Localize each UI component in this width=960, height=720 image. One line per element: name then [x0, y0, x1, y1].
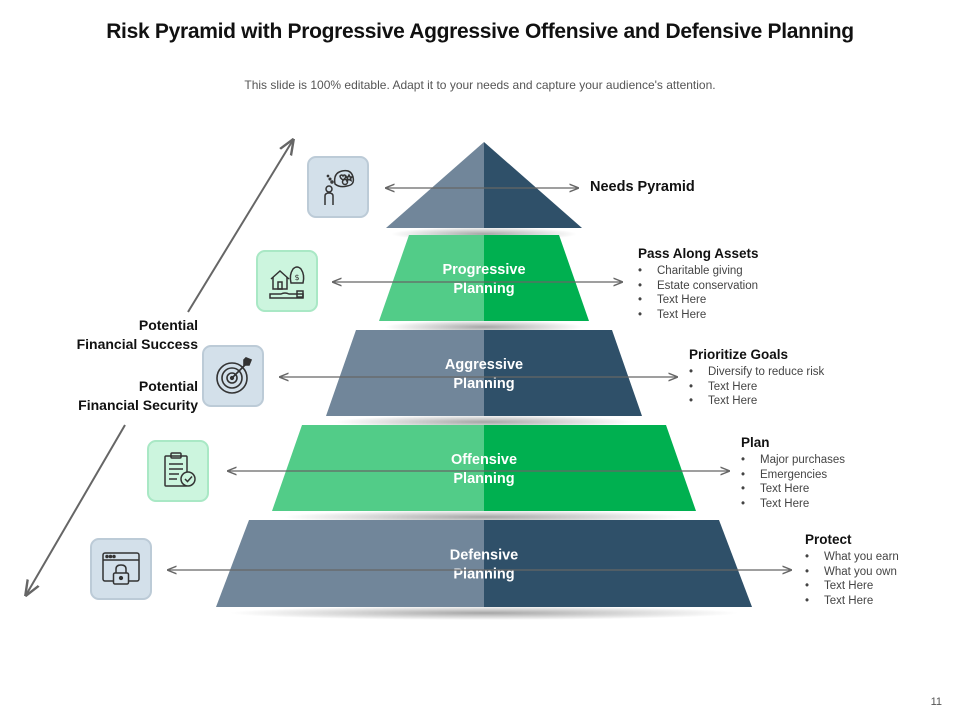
tier-left-half [272, 425, 484, 511]
secure-browser-icon [90, 538, 152, 600]
potential-financial-security-label: Potential Financial Security [78, 377, 198, 415]
tier-label: Planning [453, 376, 514, 392]
svg-text:$: $ [294, 273, 299, 282]
slide-subtitle: This slide is 100% editable. Adapt it to… [244, 78, 716, 92]
info-list: What you earn What you own Text Here Tex… [805, 550, 899, 608]
info-heading: Needs Pyramid [590, 179, 695, 195]
tier-right-half [484, 520, 752, 607]
success-line-2: Financial Success [76, 336, 198, 352]
page-number: 11 [930, 696, 942, 708]
tier-label: Defensive [450, 548, 519, 564]
tier-label: Planning [453, 281, 514, 297]
tier-label: Aggressive [445, 357, 523, 373]
pyramid-tier-5 [216, 520, 752, 607]
list-item: Charitable giving [638, 264, 759, 279]
tier-label: Planning [453, 471, 514, 487]
info-needs-pyramid: Needs Pyramid [590, 179, 695, 198]
info-heading: Plan [741, 435, 770, 450]
tier-left-half [379, 235, 484, 321]
slide-title: Risk Pyramid with Progressive Aggressive… [106, 20, 854, 43]
checklist-icon [147, 440, 209, 502]
tier-left-half [326, 330, 484, 416]
tier-right-half [484, 235, 589, 321]
info-protect: Protect What you earn What you own Text … [805, 532, 899, 608]
info-list: Diversify to reduce risk Text Here Text … [689, 365, 824, 409]
info-plan: Plan Major purchases Emergencies Text He… [741, 435, 845, 511]
tier-right-half [484, 330, 642, 416]
list-item: Text Here [805, 579, 899, 594]
security-line-1: Potential [138, 378, 198, 394]
security-line-2: Financial Security [78, 397, 198, 413]
list-item: Diversify to reduce risk [689, 365, 824, 380]
list-item: Text Here [638, 293, 759, 308]
tier-left-half [386, 142, 484, 228]
security-arrow [26, 424, 126, 595]
pyramid-tier-3 [326, 330, 642, 416]
tier-label: Planning [453, 567, 514, 583]
list-item: Text Here [689, 380, 824, 395]
info-prioritize-goals: Prioritize Goals Diversify to reduce ris… [689, 347, 824, 409]
people-ideas-icon [307, 156, 369, 218]
info-list: Charitable giving Estate conservation Te… [638, 264, 759, 322]
success-line-1: Potential [138, 317, 198, 333]
list-item: Major purchases [741, 453, 845, 468]
pyramid-tier-4 [272, 425, 696, 511]
info-pass-along-assets: Pass Along Assets Charitable giving Esta… [638, 246, 759, 322]
tier-shadow [229, 606, 739, 620]
tier-right-half [484, 425, 696, 511]
house-money-icon: $ [256, 250, 318, 312]
list-item: Text Here [689, 394, 824, 409]
target-icon [202, 345, 264, 407]
list-item: Estate conservation [638, 279, 759, 294]
tier-label: Offensive [451, 452, 517, 468]
pyramid-tier-1 [386, 142, 582, 228]
info-heading: Pass Along Assets [638, 246, 759, 261]
potential-financial-success-label: Potential Financial Success [77, 316, 198, 354]
list-item: Text Here [741, 497, 845, 512]
list-item: Emergencies [741, 468, 845, 483]
info-list: Major purchases Emergencies Text Here Te… [741, 453, 845, 511]
list-item: What you earn [805, 550, 899, 565]
success-arrow [187, 140, 293, 313]
pyramid-tier-2 [379, 235, 589, 321]
list-item: What you own [805, 565, 899, 580]
tier-right-half [484, 142, 582, 228]
tier-label: Progressive [442, 262, 525, 278]
info-heading: Protect [805, 532, 852, 547]
info-heading: Prioritize Goals [689, 347, 789, 362]
list-item: Text Here [741, 482, 845, 497]
list-item: Text Here [638, 308, 759, 323]
list-item: Text Here [805, 594, 899, 609]
tier-left-half [216, 520, 484, 607]
